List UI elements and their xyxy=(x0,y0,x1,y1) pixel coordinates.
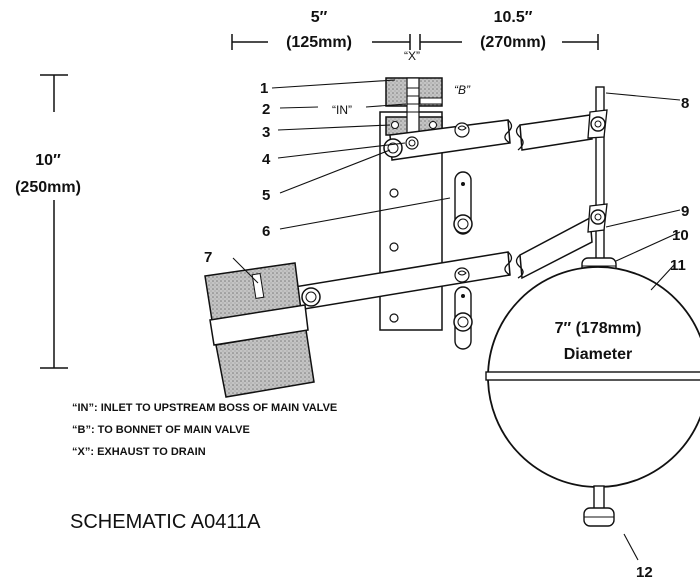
dimension-height: 10″ (250mm) xyxy=(15,74,81,369)
legend-text-b: TO BONNET OF MAIN VALVE xyxy=(98,424,250,436)
dim-height-value: 10″ xyxy=(35,152,61,169)
dim-width-right-metric: (270mm) xyxy=(480,34,546,51)
schematic-id: SCHEMATIC A0411A xyxy=(70,511,261,533)
legend-key-in: “IN”: xyxy=(72,402,98,414)
port-in-label: “IN” xyxy=(332,103,352,117)
callout-2: 2 xyxy=(262,101,270,118)
dim-width-left-value: 5″ xyxy=(311,9,328,26)
pilot-valve-body xyxy=(385,77,443,146)
dimension-width-left: 5″ (125mm) xyxy=(231,9,411,51)
port-b-label: “B” xyxy=(454,83,471,97)
dimension-width-right: 10.5″ (270mm) xyxy=(419,9,599,51)
legend-text-x: EXHAUST TO DRAIN xyxy=(97,446,206,458)
legend-text-in: INLET TO UPSTREAM BOSS OF MAIN VALVE xyxy=(101,402,338,414)
float-arm-segments xyxy=(515,114,593,280)
port-x-label: “X” xyxy=(404,49,420,63)
counterweight xyxy=(204,262,315,398)
dim-height-metric: (250mm) xyxy=(15,179,81,196)
callout-11: 11 xyxy=(670,257,686,274)
callout-leaders xyxy=(232,79,681,561)
legend-row: “X”: EXHAUST TO DRAIN xyxy=(72,446,206,458)
slotted-link xyxy=(453,171,473,235)
legend-key-b: “B”: xyxy=(72,424,95,436)
callout-9: 9 xyxy=(681,203,689,220)
float-ball: 7″ (178mm) Diameter xyxy=(485,266,700,527)
callout-5: 5 xyxy=(262,187,270,204)
callout-8: 8 xyxy=(681,95,689,112)
callout-12: 12 xyxy=(636,564,653,581)
callout-6: 6 xyxy=(262,223,270,240)
callout-7: 7 xyxy=(204,249,212,266)
legend-row: “IN”: INLET TO UPSTREAM BOSS OF MAIN VAL… xyxy=(72,402,337,414)
dim-width-right-value: 10.5″ xyxy=(494,9,533,26)
callout-4: 4 xyxy=(262,151,271,168)
callout-3: 3 xyxy=(262,124,270,141)
port-legend: “IN”: INLET TO UPSTREAM BOSS OF MAIN VAL… xyxy=(72,402,337,458)
legend-row: “B”: TO BONNET OF MAIN VALVE xyxy=(72,424,250,436)
ball-size-label: 7″ (178mm) xyxy=(555,320,642,337)
ball-diameter-label: Diameter xyxy=(564,346,632,363)
callout-1: 1 xyxy=(260,80,268,97)
callout-10: 10 xyxy=(672,227,689,244)
legend-key-x: “X”: xyxy=(72,446,94,458)
dim-width-left-metric: (125mm) xyxy=(286,34,352,51)
